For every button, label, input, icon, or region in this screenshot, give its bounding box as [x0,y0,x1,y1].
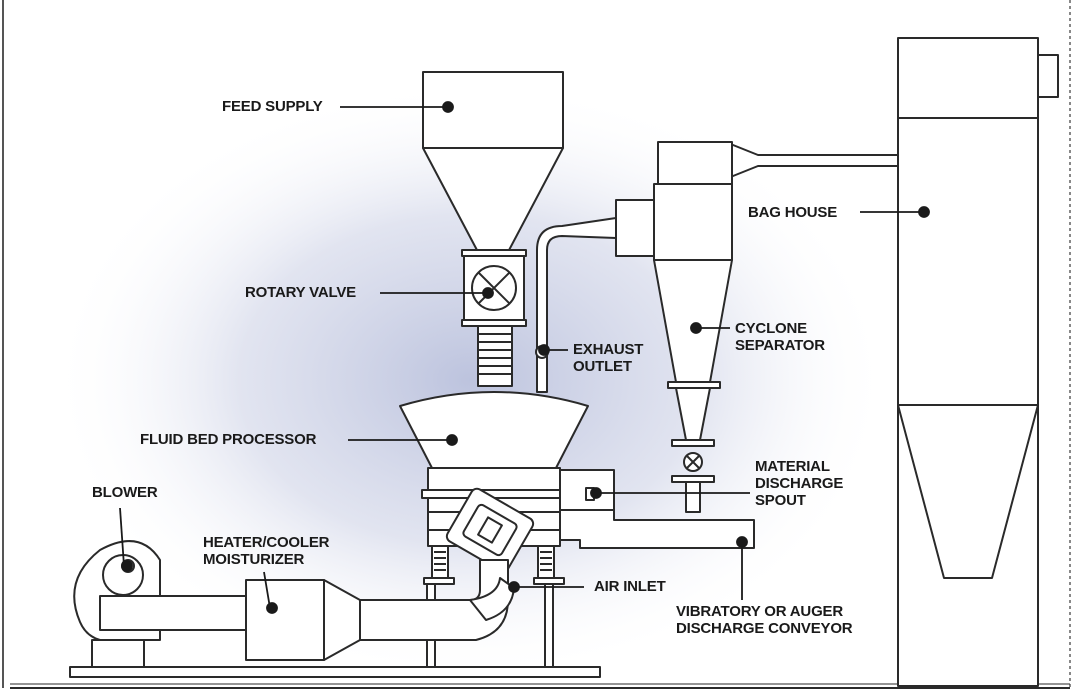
label-rotary-valve: ROTARY VALVE [245,284,356,301]
label-spout-line-3: SPOUT [755,492,806,509]
discharge-conveyor [559,469,755,549]
heater-cooler-unit [245,579,361,661]
rotary-valve-dot [482,287,494,299]
label-spout-line-2: DISCHARGE [755,475,844,492]
blower-dot [121,560,133,572]
label-fluid-bed-processor: FLUID BED PROCESSOR [140,431,317,448]
label-discharge-conveyor: VIBRATORY OR AUGER DISCHARGE CONVEYOR [676,603,853,637]
bag-house-dot [918,206,930,218]
label-blower: BLOWER [92,484,158,501]
label-heater-cooler: HEATER/COOLER MOISTURIZER [203,534,329,568]
fluid-bed-dot [446,434,458,446]
cyclone-dot [690,322,702,334]
label-exhaust-outlet: EXHAUST OUTLET [573,341,643,375]
feed-supply-dot [442,101,454,113]
label-bag-house: BAG HOUSE [748,204,838,221]
label-heater-cooler-line-2: MOISTURIZER [203,551,305,568]
conveyor-dot [736,536,748,548]
rotary-valve [461,255,527,327]
label-conveyor-line-2: DISCHARGE CONVEYOR [676,620,853,637]
blower-duct [99,595,247,631]
label-feed-supply: FEED SUPPLY [222,98,323,115]
label-exhaust-outlet-line-2: OUTLET [573,358,632,375]
vibrator-motor [445,487,535,573]
label-air-inlet: AIR INLET [594,578,666,595]
bellows-connector [477,325,513,387]
blower-leader [119,507,125,567]
label-material-discharge-spout: MATERIAL DISCHARGE SPOUT [755,458,843,509]
heater-leader [263,571,271,609]
bag-house [897,37,1059,687]
label-conveyor-line-1: VIBRATORY OR AUGER [676,603,843,620]
cyclone-separator [615,141,733,513]
label-cyclone-separator-line-2: SEPARATOR [735,337,825,354]
label-cyclone-separator: CYCLONE SEPARATOR [735,320,825,354]
label-exhaust-outlet-line-1: EXHAUST [573,341,644,358]
label-heater-cooler-line-1: HEATER/COOLER [203,534,330,551]
exhaust-dot [538,344,550,356]
base-platform [69,666,601,678]
spout-dot [590,487,602,499]
air-inlet-dot [508,581,520,593]
label-spout-line-1: MATERIAL [755,458,830,475]
label-cyclone-separator-line-1: CYCLONE [735,320,807,337]
heater-dot [266,602,278,614]
